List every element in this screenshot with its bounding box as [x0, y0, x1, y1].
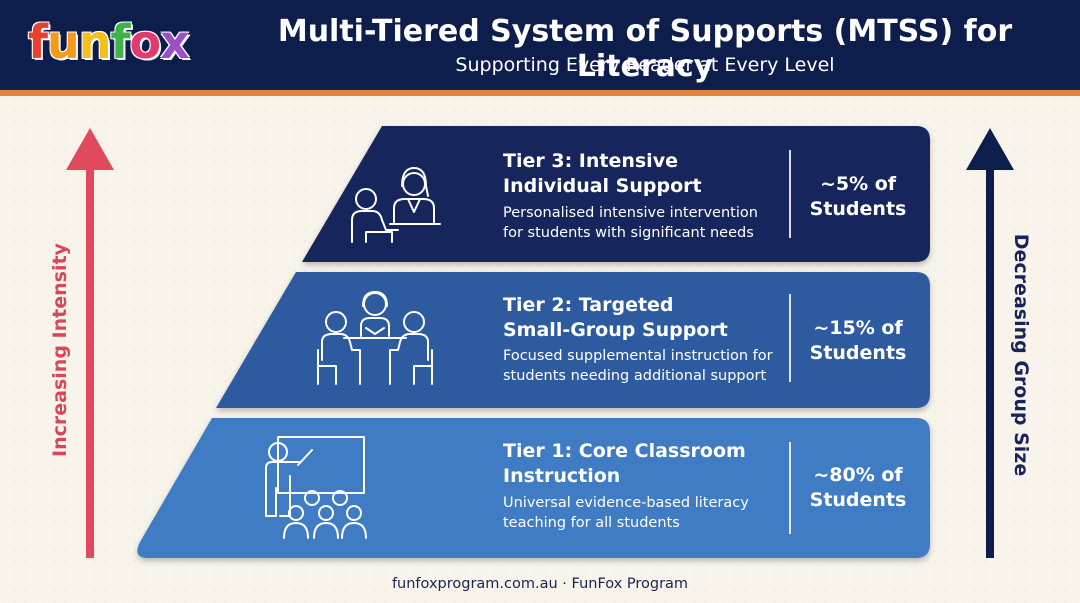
tier-1-percentage: ~80% of Students: [793, 463, 923, 513]
tier-2-description: Focused supplemental instruction for stu…: [503, 346, 793, 386]
tier-3-band: [302, 126, 930, 262]
tier-2-band: [216, 272, 930, 408]
tier-3-desc-line2: for students with significant needs: [503, 225, 754, 241]
tier-3-description: Personalised intensive intervention for …: [503, 203, 793, 243]
tier-3-divider: [789, 150, 791, 238]
tier-2-title: Tier 2: Targeted Small-Group Support: [503, 293, 793, 343]
tier-1-desc-line1: Universal evidence-based literacy: [503, 495, 749, 511]
tier-1-description: Universal evidence-based literacy teachi…: [503, 493, 793, 533]
header-banner: funfox Multi-Tiered System of Supports (…: [0, 0, 1080, 90]
classroom-teacher-icon: [265, 436, 367, 539]
tier-3-pct-line1: ~5% of: [819, 173, 897, 195]
tier-1-desc-line2: teaching for all students: [503, 515, 680, 531]
tier-3-title: Tier 3: Intensive Individual Support: [503, 149, 793, 199]
tier-2-pct-line1: ~15% of: [813, 317, 903, 339]
footer-credit: funfoxprogram.com.au · FunFox Program: [391, 576, 689, 592]
tier-3-percentage: ~5% of Students: [793, 172, 923, 222]
funfox-logo: funfox: [28, 15, 190, 69]
tier-3-desc-line1: Personalised intensive intervention: [503, 205, 758, 221]
small-group-table-icon: [317, 291, 433, 385]
tier-2-divider: [789, 294, 791, 382]
tier-1-title: Tier 1: Core Classroom Instruction: [503, 439, 793, 489]
tier-3-title-line1: Tier 3: Intensive: [503, 150, 678, 172]
tier-2-percentage: ~15% of Students: [793, 316, 923, 366]
tier-2-pct-line2: Students: [809, 342, 907, 364]
tier-3-title-line2: Individual Support: [503, 175, 702, 197]
tier-2-desc-line2: students needing additional support: [503, 368, 767, 384]
page-title: Multi-Tiered System of Supports (MTSS) f…: [277, 14, 1013, 84]
tier-1-title-line2: Instruction: [503, 465, 621, 487]
page-subtitle: Supporting Every Reader at Every Level: [455, 54, 835, 76]
tier-2-title-line2: Small-Group Support: [503, 319, 728, 341]
tier-2-desc-line1: Focused supplemental instruction for: [503, 348, 773, 364]
tier-1-pct-line2: Students: [809, 489, 907, 511]
decreasing-group-size-arrow: [966, 128, 1014, 558]
tier-3-pct-line2: Students: [809, 198, 907, 220]
header-accent-stripe: [0, 90, 1080, 96]
tier-1-pct-line1: ~80% of: [813, 464, 903, 486]
tier-2-title-line1: Tier 2: Targeted: [503, 294, 674, 316]
one-to-one-tutoring-icon: [351, 167, 441, 243]
increasing-intensity-arrow: [66, 128, 114, 558]
tier-1-title-line1: Tier 1: Core Classroom: [503, 440, 746, 462]
tier-1-divider: [789, 442, 791, 534]
tier-1-band: [137, 418, 931, 558]
